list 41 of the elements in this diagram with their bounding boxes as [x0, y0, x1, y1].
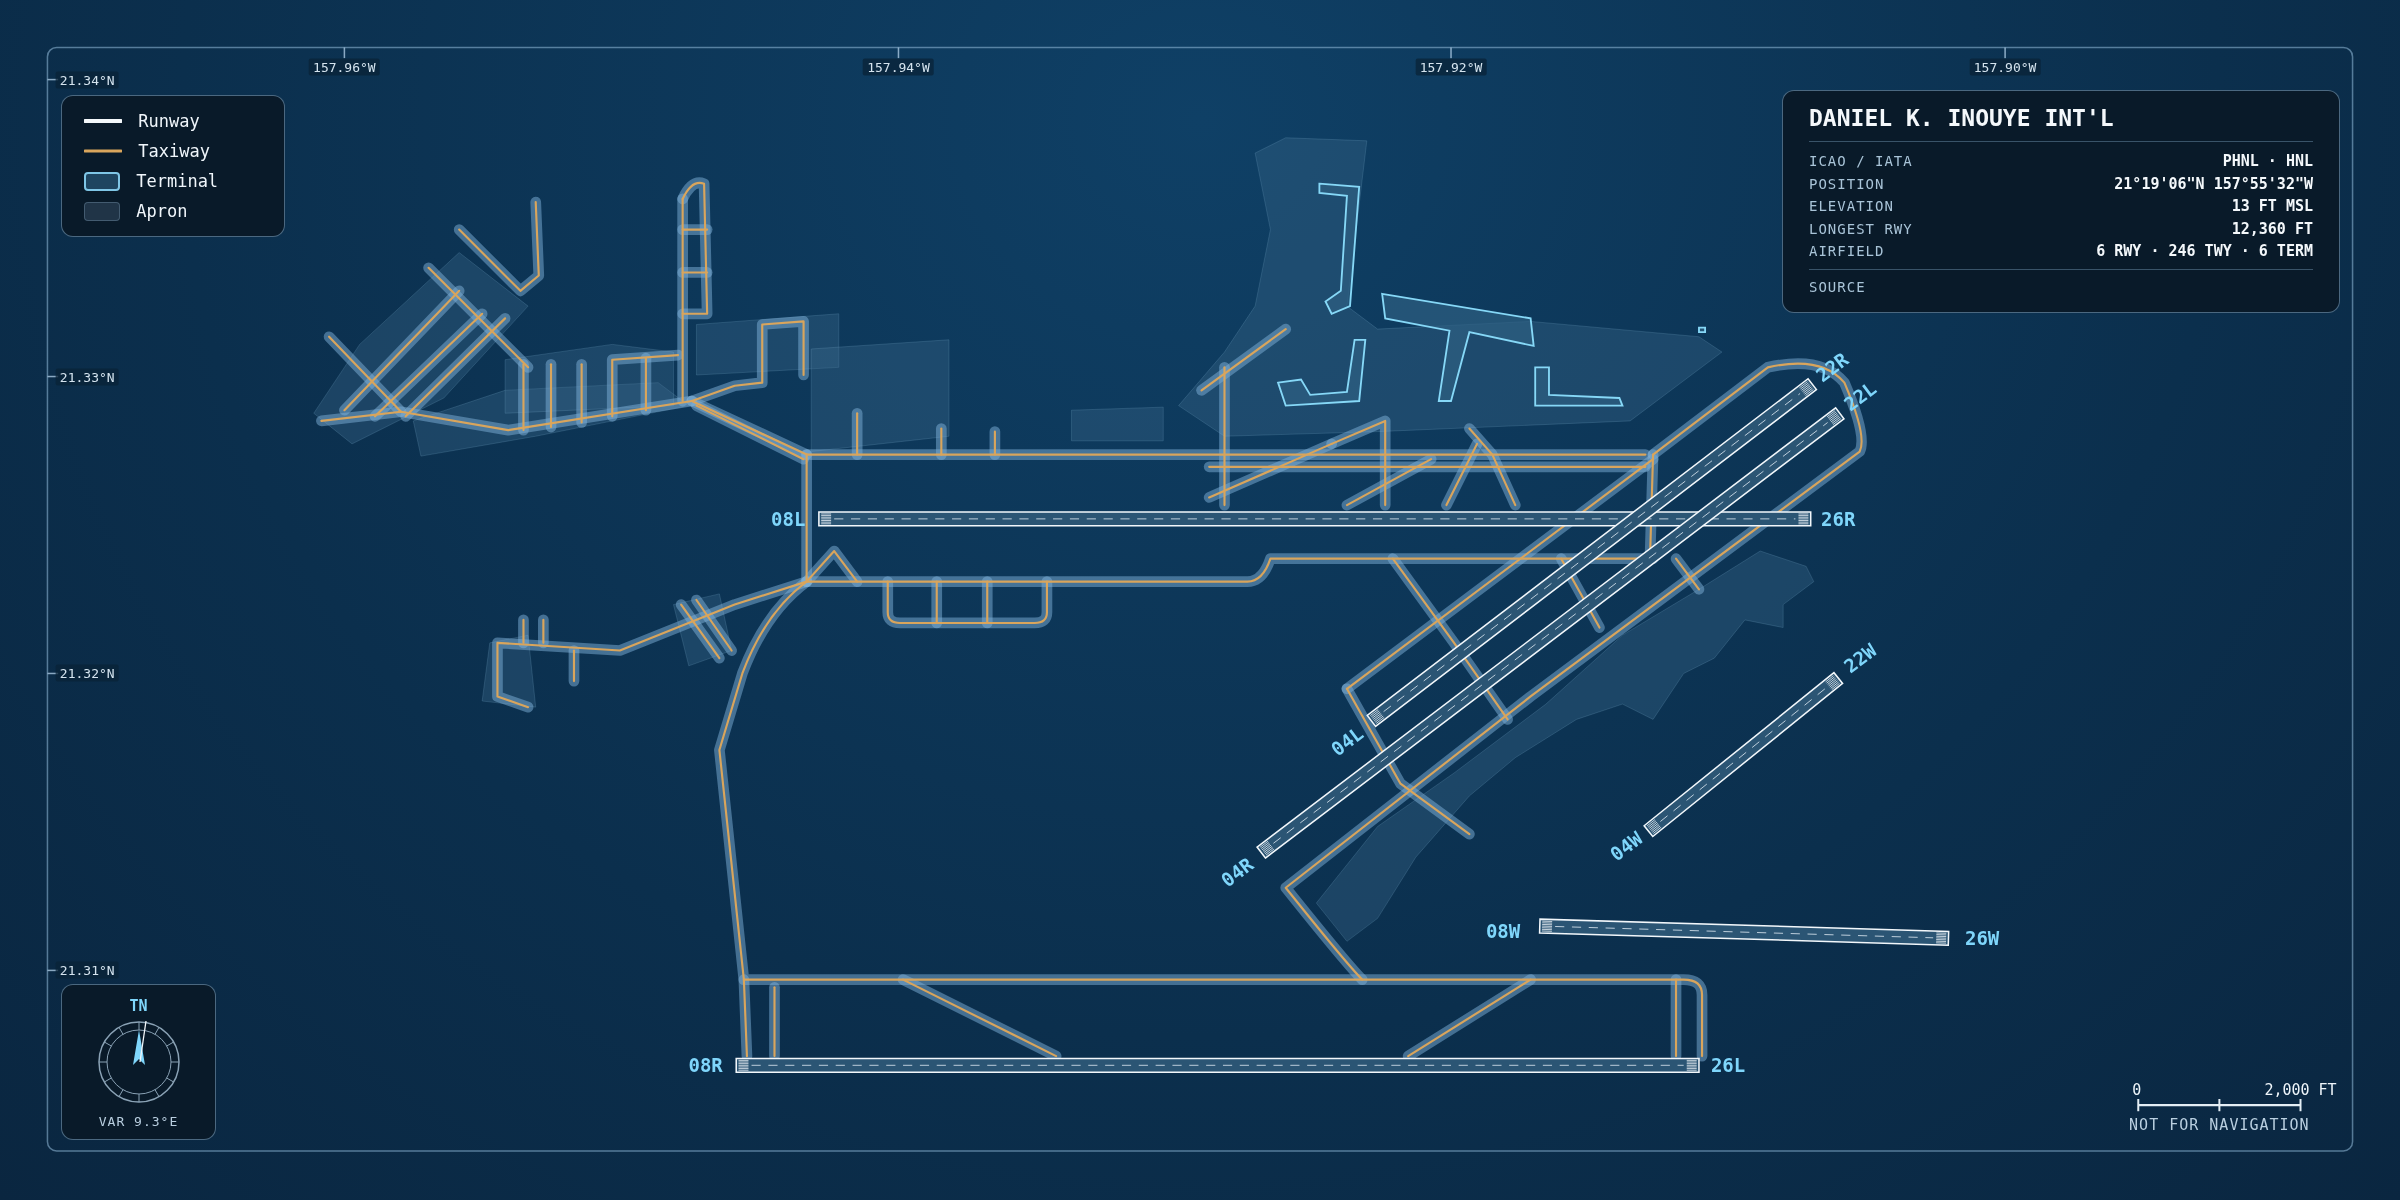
variation-label: VAR 9.3°E — [98, 1114, 179, 1130]
field-label: SOURCE — [1809, 278, 1866, 295]
coordinate-label: 157.92°W — [1415, 58, 1487, 76]
info-panel — [1782, 90, 2340, 313]
runway-designator: 04R — [1216, 853, 1258, 892]
field-label: ELEVATION — [1809, 198, 1894, 215]
disclaimer-text: NOT FOR NAVIGATION — [2129, 1116, 2310, 1134]
runway-designator: 04W — [1605, 827, 1646, 866]
field-label: LONGEST RWY — [1809, 220, 1913, 237]
field-label: ICAO / IATA — [1809, 153, 1913, 170]
coordinate-label: 21.33°N — [55, 368, 119, 385]
legend-label: Taxiway — [138, 141, 210, 161]
airport-title: DANIEL K. INOUYE INT'L — [1809, 105, 2313, 142]
compass-panel — [61, 984, 216, 1141]
scale-label: 0 — [2132, 1080, 2142, 1099]
field-value: 21°19'06"N 157°55'32"W — [2114, 174, 2313, 193]
runway-designator: 04L — [1326, 721, 1368, 760]
coordinate-label: 157.90°W — [1969, 58, 2041, 76]
field-value: 13 FT MSL — [2231, 197, 2313, 216]
runway-designator: 08W — [1485, 919, 1521, 942]
field-label: POSITION — [1809, 175, 1885, 192]
field-value: PHNL · HNL — [2222, 152, 2313, 171]
north-label: TN — [129, 997, 148, 1016]
runway-designator: 22W — [1839, 639, 1880, 678]
coordinate-label: 157.94°W — [863, 58, 934, 76]
coordinate-label: 21.32°N — [55, 664, 119, 682]
coordinate-label: 157.96°W — [309, 58, 380, 76]
runway-designator: 08R — [688, 1054, 723, 1077]
legend-label: Apron — [136, 201, 188, 221]
runway-designator: 26W — [1965, 927, 2000, 950]
scale-label: 2,000 FT — [2264, 1080, 2337, 1099]
coordinate-label: 21.34°N — [55, 71, 119, 89]
runway-designator: 26L — [1710, 1054, 1746, 1077]
field-label: AIRFIELD — [1809, 243, 1885, 260]
coordinate-label: 21.31°N — [55, 961, 119, 979]
runway-designator: 08L — [771, 507, 806, 530]
field-value: 12,360 FT — [2231, 219, 2313, 238]
legend-label: Terminal — [136, 171, 219, 191]
runway-designator: 26R — [1821, 507, 1856, 530]
field-value: 6 RWY · 246 TWY · 6 TERM — [2096, 242, 2313, 261]
legend-label: Runway — [138, 111, 200, 131]
